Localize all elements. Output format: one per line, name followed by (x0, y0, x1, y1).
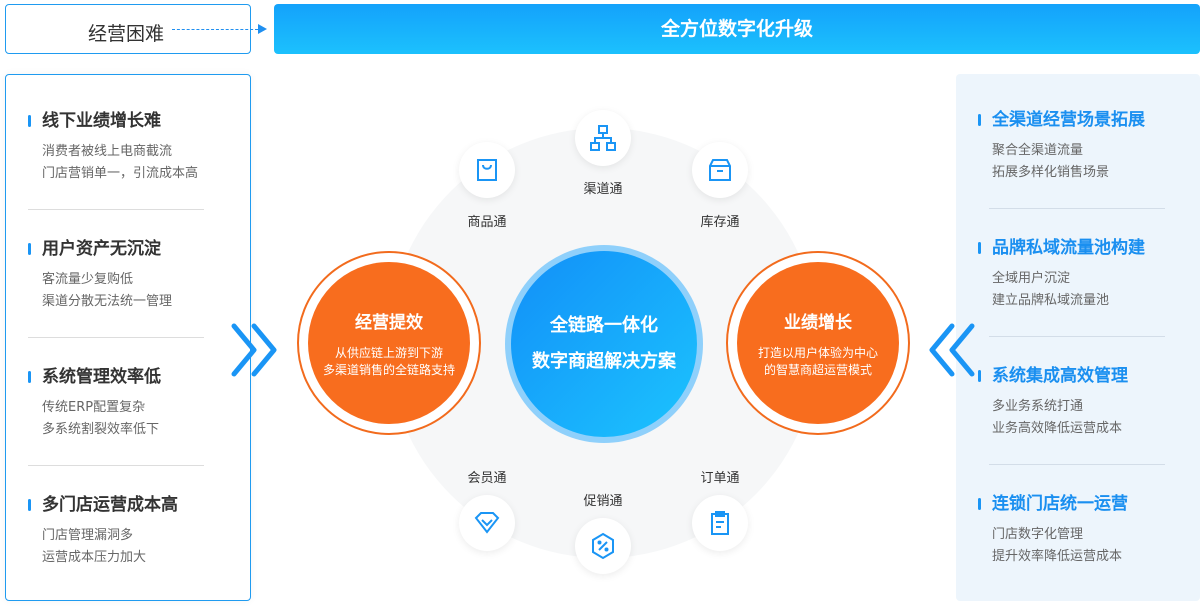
solution-desc: 聚合全渠道流量 (992, 143, 1084, 158)
problem-desc: 运营成本压力加大 (42, 550, 147, 565)
core-title-line2: 数字商超解决方案 (532, 351, 676, 372)
divider (28, 465, 204, 466)
difficulty-title: 经营困难 (88, 23, 165, 45)
stock-module-label: 库存通 (700, 215, 740, 230)
member-module-label: 会员通 (467, 471, 507, 486)
solution-title: 品牌私域流量池构建 (978, 236, 1158, 260)
core-title-line1: 全链路一体化 (550, 315, 658, 336)
promo-module-label: 促销通 (583, 494, 623, 509)
efficiency-desc: 从供应链上游到下游 (334, 345, 443, 360)
goods-module-icon (459, 142, 515, 198)
problem-desc: 传统ERP配置复杂 (42, 400, 146, 415)
double-chevron-left-icon (929, 323, 975, 377)
solution-item: 系统集成高效管理多业务系统打通业务高效降低运营成本 (978, 364, 1158, 440)
channel-module-label: 渠道通 (583, 182, 623, 197)
problem-desc: 门店营销单一，引流成本高 (42, 166, 199, 181)
problem-item: 用户资产无沉淀客流量少复购低渠道分散无法统一管理 (28, 237, 208, 313)
promo-module-icon (575, 518, 631, 574)
order-module-label: 订单通 (700, 471, 740, 486)
divider (989, 336, 1165, 337)
efficiency-title: 经营提效 (355, 312, 423, 333)
divider (28, 337, 204, 338)
problem-desc: 门店管理漏洞多 (42, 528, 134, 543)
solutions-panel: 全渠道经营场景拓展聚合全渠道流量拓展多样化销售场景 品牌私域流量池构建全域用户沉… (956, 74, 1200, 601)
solution-item: 全渠道经营场景拓展聚合全渠道流量拓展多样化销售场景 (978, 108, 1158, 184)
efficiency-circle: 经营提效从供应链上游到下游多渠道销售的全链路支持 (297, 251, 481, 435)
member-module-icon (459, 495, 515, 551)
problem-title: 线下业绩增长难 (28, 109, 208, 133)
problem-desc: 渠道分散无法统一管理 (42, 294, 173, 309)
problem-title: 多门店运营成本高 (28, 493, 208, 517)
upgrade-header: 全方位数字化升级 (274, 4, 1200, 54)
solution-desc: 多业务系统打通 (992, 399, 1084, 414)
divider (28, 209, 204, 210)
problems-panel: 线下业绩增长难消费者被线上电商截流门店营销单一，引流成本高 用户资产无沉淀客流量… (5, 74, 251, 601)
solution-item: 品牌私域流量池构建全域用户沉淀建立品牌私域流量池 (978, 236, 1158, 312)
solution-desc: 业务高效降低运营成本 (992, 421, 1123, 436)
problem-title: 系统管理效率低 (28, 365, 208, 389)
divider (989, 464, 1165, 465)
solution-title: 全渠道经营场景拓展 (978, 108, 1158, 132)
solution-desc: 建立品牌私域流量池 (992, 293, 1110, 308)
dotted-connector (172, 29, 258, 30)
solution-item: 连锁门店统一运营门店数字化管理提升效率降低运营成本 (978, 492, 1158, 568)
solution-title: 系统集成高效管理 (978, 364, 1158, 388)
solution-desc: 拓展多样化销售场景 (992, 165, 1110, 180)
solution-desc: 全域用户沉淀 (992, 271, 1071, 286)
solution-desc: 提升效率降低运营成本 (992, 549, 1123, 564)
problem-title: 用户资产无沉淀 (28, 237, 208, 261)
core-solution-circle: 全链路一体化数字商超解决方案 (505, 245, 703, 443)
problem-desc: 消费者被线上电商截流 (42, 144, 173, 159)
efficiency-desc: 多渠道销售的全链路支持 (322, 362, 455, 377)
problem-item: 多门店运营成本高门店管理漏洞多运营成本压力加大 (28, 493, 208, 569)
growth-title: 业绩增长 (784, 312, 852, 333)
divider (989, 208, 1165, 209)
problem-desc: 多系统割裂效率低下 (42, 422, 160, 437)
growth-desc: 打造以用户体验为中心 (757, 345, 878, 360)
double-chevron-right-icon (231, 323, 277, 377)
problem-item: 线下业绩增长难消费者被线上电商截流门店营销单一，引流成本高 (28, 109, 208, 185)
problem-desc: 客流量少复购低 (42, 272, 134, 287)
growth-circle: 业绩增长打造以用户体验为中心的智慧商超运营模式 (726, 251, 910, 435)
arrow-right-icon (258, 24, 267, 34)
order-module-icon (692, 495, 748, 551)
channel-module-icon (575, 110, 631, 166)
growth-desc: 的智慧商超运营模式 (763, 362, 872, 377)
goods-module-label: 商品通 (467, 215, 507, 230)
stock-module-icon (692, 142, 748, 198)
solution-desc: 门店数字化管理 (992, 527, 1084, 542)
problem-item: 系统管理效率低传统ERP配置复杂多系统割裂效率低下 (28, 365, 208, 441)
solution-title: 连锁门店统一运营 (978, 492, 1158, 516)
